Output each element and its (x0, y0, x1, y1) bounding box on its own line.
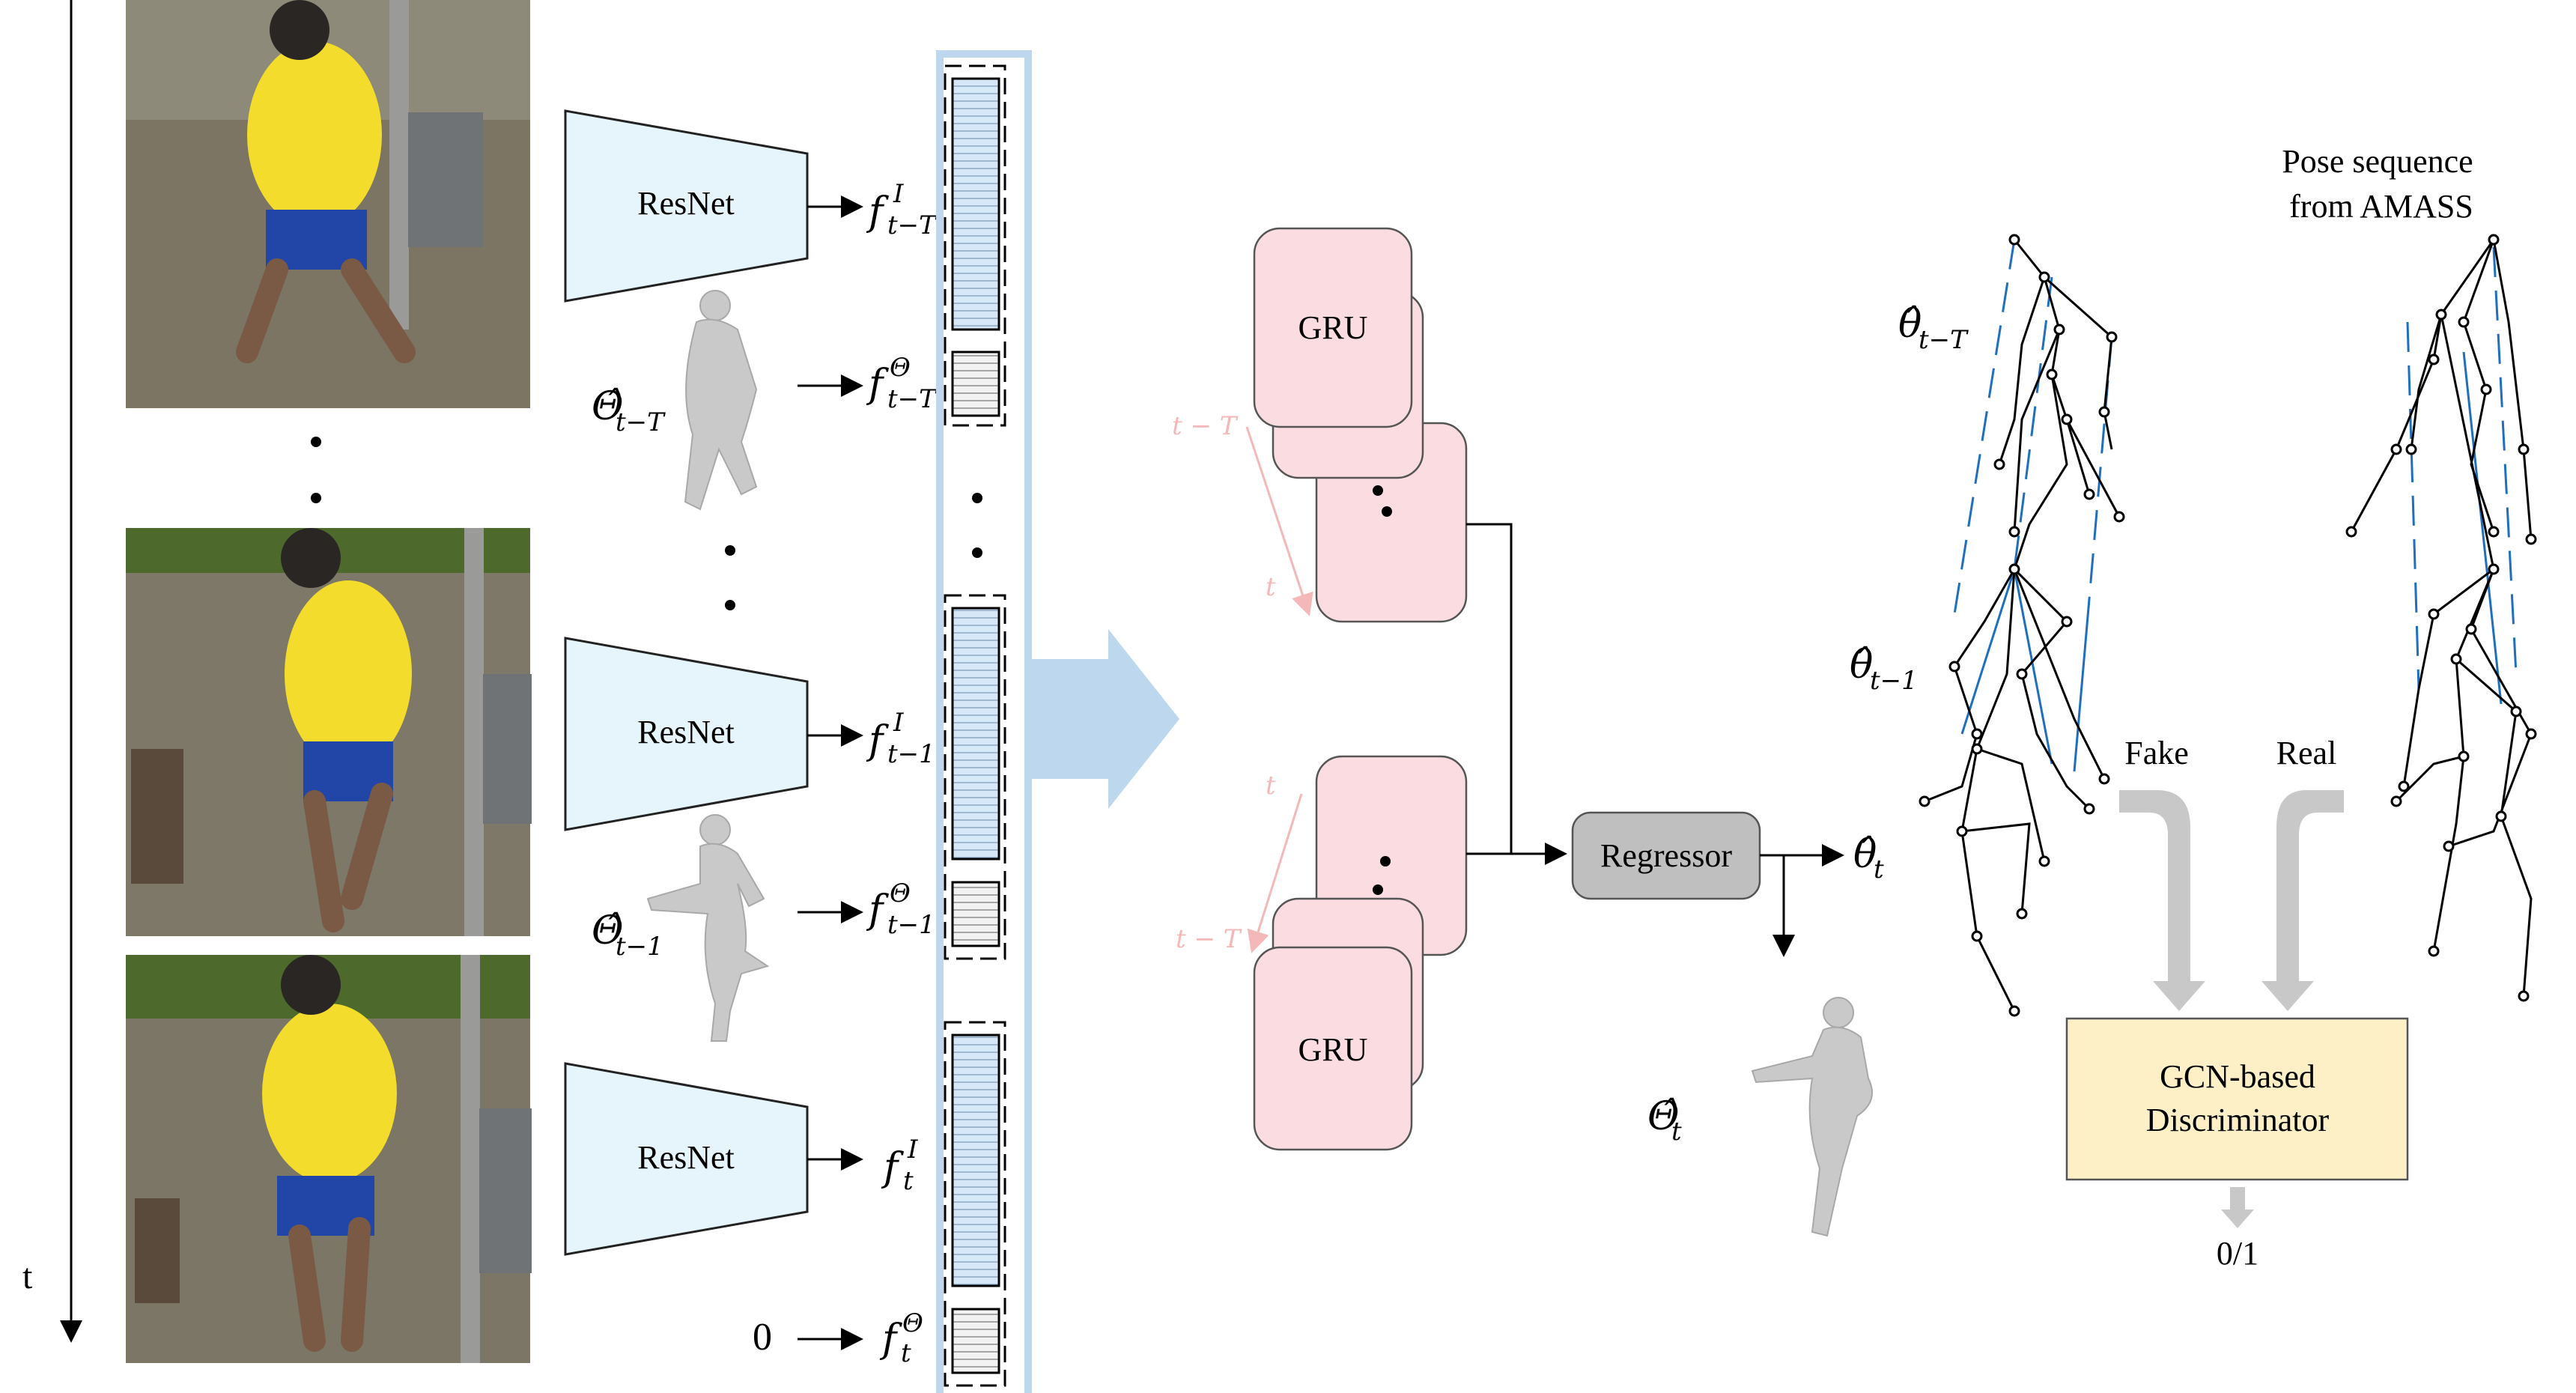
svg-text:f: f (866, 718, 889, 763)
svg-text:t: t (1266, 572, 1276, 602)
svg-text:t−1: t−1 (616, 932, 663, 962)
svg-text:θ̂: θ̂ (1898, 302, 1922, 347)
encoder-arrows (807, 195, 863, 1171)
svg-text:θ̂: θ̂ (1853, 832, 1877, 877)
resnet-label: ResNet (637, 1139, 735, 1176)
big-flow-arrow (1028, 629, 1179, 809)
temporal-arrow-bottom: t − T t (1176, 771, 1303, 954)
svg-text:Discriminator: Discriminator (2146, 1102, 2330, 1138)
svg-text:t−T: t−T (887, 210, 938, 240)
amass-label: Pose sequence from AMASS (2282, 143, 2473, 225)
svg-text:t: t (903, 1166, 914, 1196)
temporal-arrow-top: t − T t (1172, 411, 1313, 616)
mesh-output (1751, 997, 1873, 1237)
resnet-encoder-1: ResNet (564, 109, 809, 303)
svg-text:Θ̂: Θ̂ (592, 384, 624, 429)
amass-skeleton-sequence (2345, 234, 2537, 1002)
mesh-t-minus-T (684, 290, 758, 511)
feature-vector-group-3 (944, 1021, 1006, 1387)
resnet-label: ResNet (637, 714, 735, 750)
svg-text:f: f (879, 1317, 902, 1362)
mid-ellipsis (725, 493, 982, 610)
svg-text:f: f (866, 189, 889, 234)
svg-text:0: 0 (753, 1316, 772, 1359)
image-feature-label-2: f I t−1 (866, 708, 935, 769)
svg-text:t: t (1266, 771, 1276, 801)
svg-text:I: I (893, 708, 904, 738)
svg-text:t−T: t−T (616, 407, 666, 437)
predicted-skeleton-sequence (1919, 234, 2125, 1017)
video-frame-3 (126, 955, 532, 1363)
svg-text:t: t (1671, 1117, 1682, 1147)
resnet-encoder-2: ResNet (564, 637, 809, 831)
gru-connectors (1466, 523, 1567, 865)
svg-text:t−1: t−1 (1870, 666, 1918, 696)
time-axis: t (22, 0, 82, 1343)
resnet-label: ResNet (637, 185, 735, 222)
theta-output-label: θ̂ t (1853, 832, 1884, 884)
svg-text:t−T: t−T (1919, 325, 1969, 355)
svg-text:Θ: Θ (902, 1308, 923, 1338)
pose-input-label-3: 0 (753, 1316, 772, 1359)
feature-vector-group-2 (944, 594, 1006, 960)
pose-input-label-2: Θ̂ t−1 (592, 908, 663, 962)
svg-text:t−1: t−1 (887, 910, 935, 940)
discriminator-output: 0/1 (2217, 1187, 2258, 1272)
svg-text:Θ: Θ (890, 353, 911, 383)
svg-text:Regressor: Regressor (1600, 837, 1732, 874)
svg-text:Θ̂: Θ̂ (592, 908, 624, 953)
svg-text:Pose sequence: Pose sequence (2282, 143, 2473, 180)
regressor-box: Regressor (1571, 811, 1761, 900)
svg-text:θ̂: θ̂ (1850, 643, 1873, 688)
mesh-output-label: Θ̂ t (1647, 1094, 1682, 1147)
gru-label: GRU (1298, 309, 1368, 346)
svg-text:Θ̂: Θ̂ (1647, 1094, 1680, 1139)
svg-text:Θ: Θ (890, 878, 911, 908)
svg-text:t−T: t−T (887, 384, 938, 414)
image-feature-label-1: f I t−T (866, 179, 938, 240)
svg-text:t − T: t − T (1172, 411, 1239, 441)
fake-arrow: Fake (2119, 735, 2205, 1011)
svg-text:t: t (901, 1338, 911, 1368)
pose-feature-label-3: f Θ t (879, 1308, 923, 1368)
time-axis-label: t (22, 1257, 33, 1296)
svg-text:f: f (866, 362, 889, 407)
svg-text:t−1: t−1 (887, 739, 935, 769)
svg-text:I: I (907, 1135, 918, 1165)
regressor-outputs (1760, 844, 1844, 957)
skeleton-label-mid: θ̂ t−1 (1850, 643, 1918, 696)
real-label: Real (2276, 735, 2337, 771)
pose-feature-label-1: f Θ t−T (866, 353, 938, 414)
gru-label: GRU (1298, 1031, 1368, 1068)
gcn-discriminator-box: GCN-based Discriminator (2065, 1017, 2409, 1181)
svg-text:f: f (866, 887, 889, 932)
frames-ellipsis (311, 437, 321, 503)
video-frame-2 (126, 528, 532, 936)
mesh-t-minus-1 (646, 814, 770, 1042)
fake-label: Fake (2124, 735, 2189, 771)
skeleton-label-top: θ̂ t−T (1898, 302, 1969, 355)
svg-text:GCN-based: GCN-based (2160, 1058, 2315, 1095)
pose-input-label-1: Θ̂ t−T (592, 384, 666, 437)
resnet-encoder-3: ResNet (564, 1062, 809, 1256)
svg-text:I: I (893, 179, 904, 209)
svg-text:t: t (1874, 855, 1884, 884)
pose-arrows (798, 374, 863, 1350)
pose-feature-label-2: f Θ t−1 (866, 878, 935, 940)
feature-vector-group-1 (944, 64, 1006, 427)
svg-text:from AMASS: from AMASS (2289, 188, 2473, 225)
video-frame-1 (126, 0, 530, 408)
svg-text:t − T: t − T (1176, 924, 1242, 954)
gru-stack-top: GRU (1253, 227, 1468, 623)
real-arrow: Real (2261, 735, 2344, 1011)
svg-text:f: f (881, 1145, 904, 1190)
gru-stack-bottom: GRU (1253, 755, 1468, 1151)
output-label: 0/1 (2217, 1235, 2258, 1272)
skeleton-joints (1919, 234, 2125, 1017)
image-feature-label-3: f I t (881, 1135, 918, 1196)
skeleton-joints (2345, 234, 2537, 1002)
